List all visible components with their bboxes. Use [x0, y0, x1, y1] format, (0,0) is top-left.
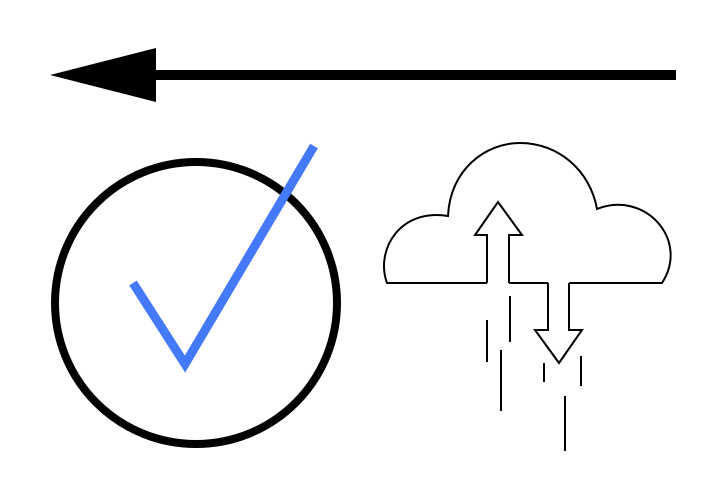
- checkmark-icon: [129, 143, 318, 373]
- upload-arrow-icon: [473, 200, 524, 283]
- check-circle-icon: [51, 143, 341, 448]
- motion-lines: [486, 296, 582, 451]
- download-arrow-icon: [533, 283, 584, 365]
- cloud-sync-icon: [383, 141, 672, 451]
- arrow-left-icon: [50, 48, 676, 102]
